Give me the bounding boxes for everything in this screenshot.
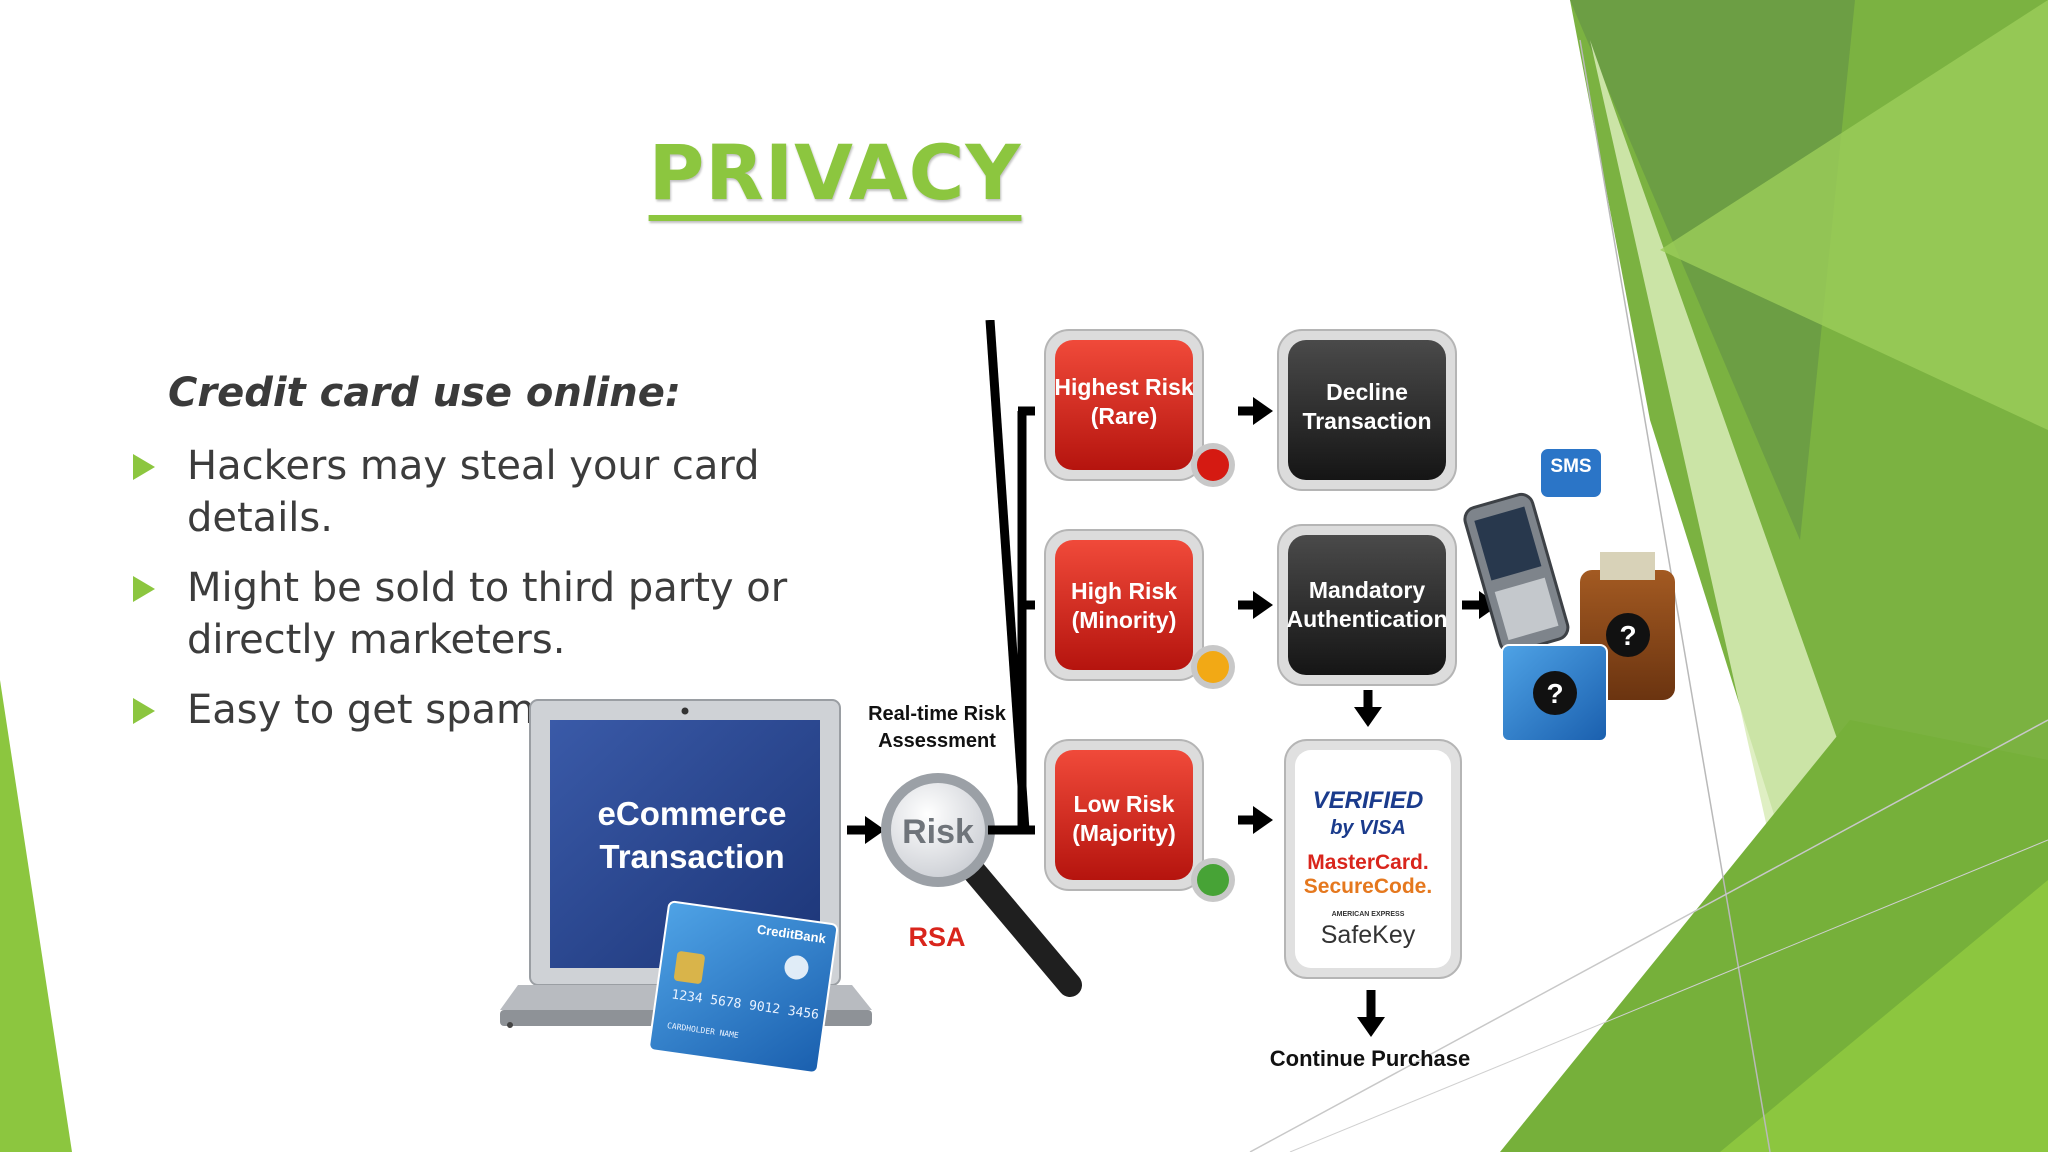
triangle-bullet-icon [133, 454, 155, 480]
action-box-line-2: Authentication [1287, 606, 1448, 632]
risk-assessment-diagram: eCommerce Transaction CreditBank 1234 56… [500, 320, 1675, 1074]
bullet-text-line-2: directly marketers. [187, 617, 566, 663]
rsa-logo: RSA [908, 922, 965, 952]
bullet-item: Hackers may steal your card details. [130, 440, 830, 544]
bullet-item: Easy to get spam. [130, 684, 830, 736]
visa-logo-line-2: by VISA [1330, 817, 1406, 839]
question-mark-glyph: ? [1619, 620, 1636, 651]
red-light-icon [1197, 449, 1229, 481]
bottom-right-accent [1720, 880, 2048, 1152]
laptop-text-line-2: Transaction [599, 838, 784, 875]
left-accent-shape [0, 680, 72, 1152]
triangle-bullet-icon [133, 698, 155, 724]
risk-box-highest: Highest Risk (Rare) [1044, 329, 1235, 487]
laptop-light-icon [507, 1022, 513, 1028]
risk-box-line-2: (Majority) [1072, 820, 1176, 846]
question-mark-icon [1533, 671, 1577, 715]
authentication-box: Mandatory Authentication [1277, 524, 1457, 686]
assessment-label-line-1: Real-time Risk [868, 703, 1007, 725]
risk-box-line-1: Highest Risk [1054, 374, 1194, 400]
card-hologram-icon [784, 955, 809, 980]
decline-box: Decline Transaction [1277, 329, 1457, 491]
credit-card-illustration: CreditBank 1234 5678 9012 3456 CARDHOLDE… [648, 900, 839, 1074]
action-box-face [1288, 535, 1446, 675]
laptop-text-line-1: eCommerce [598, 795, 787, 832]
secure-logos-box: VERIFIED by VISA MasterCard. SecureCode.… [1284, 739, 1462, 979]
arrow-head-icon [1354, 707, 1382, 727]
arrow-head-icon [1357, 1017, 1385, 1037]
phone-screen [1474, 506, 1542, 581]
mobile-phone-icon [1463, 492, 1570, 654]
arrow-head-icon [1253, 806, 1273, 834]
sms-label: SMS [1550, 456, 1591, 477]
question-mark-icon [1606, 613, 1650, 657]
magnifier-icon: Risk [881, 773, 1082, 997]
arrow-head-icon [1253, 591, 1273, 619]
phone-keypad [1494, 577, 1559, 641]
triangle-bullet-icon [133, 576, 155, 602]
bullet-text-line-2: details. [187, 495, 333, 541]
amex-small-label: AMERICAN EXPRESS [1332, 911, 1405, 918]
wallet-cash [1600, 552, 1655, 580]
risk-box-high: High Risk (Minority) [1044, 529, 1235, 689]
risk-box-line-2: (Minority) [1072, 607, 1177, 633]
bg-line-3 [1289, 839, 2048, 1152]
webcam-icon [681, 707, 689, 715]
right-shape-bright [1660, 0, 2048, 430]
action-box-line-1: Decline [1326, 379, 1408, 405]
mastercard-logo-line-1: MasterCard. [1307, 851, 1428, 874]
bullet-list: Hackers may steal your card details. Mig… [130, 440, 830, 754]
bg-line-2 [1249, 719, 2048, 1152]
bullet-text-line-1: Easy to get spam. [187, 687, 548, 733]
risk-box-face [1055, 340, 1193, 470]
action-box-line-1: Mandatory [1309, 577, 1426, 603]
risk-box-line-2: (Rare) [1091, 403, 1157, 429]
visa-logo-line-1: VERIFIED [1313, 787, 1424, 814]
card-chip-icon [673, 951, 705, 984]
bullet-text-line-1: Hackers may steal your card [187, 443, 760, 489]
green-light-icon [1197, 864, 1229, 896]
risk-box-low: Low Risk (Majority) [1044, 739, 1235, 902]
credit-card [648, 900, 839, 1074]
risk-box-face [1055, 750, 1193, 880]
authentication-devices: SMS ? ? [1463, 447, 1675, 742]
risk-box-line-1: High Risk [1071, 578, 1177, 604]
sms-bubble-icon [1539, 447, 1603, 499]
arrow-head-icon [1253, 397, 1273, 425]
assessment-label-line-2: Assessment [878, 730, 996, 752]
risk-box-line-1: Low Risk [1074, 791, 1175, 817]
action-box-line-2: Transaction [1302, 408, 1431, 434]
amber-light-icon [1197, 651, 1229, 683]
bullet-text-line-1: Might be sold to third party or [187, 565, 788, 611]
mastercard-logo-line-2: SecureCode. [1304, 875, 1432, 898]
slide-title: PRIVACY [648, 128, 1022, 217]
logos-box-face [1295, 750, 1451, 968]
arrow-head-icon [865, 816, 885, 844]
bullet-item: Might be sold to third party or directly… [130, 562, 830, 666]
question-mark-glyph: ? [1546, 678, 1563, 709]
continue-purchase-label: Continue Purchase [1270, 1046, 1470, 1071]
safekey-logo: SafeKey [1321, 921, 1416, 949]
slide-subtitle: Credit card use online: [168, 370, 681, 416]
rsa-logo-bg [910, 920, 964, 952]
magnifier-label: Risk [902, 813, 974, 851]
action-box-face [1288, 340, 1446, 480]
magnifier-handle [961, 858, 1082, 997]
risk-box-face [1055, 540, 1193, 670]
